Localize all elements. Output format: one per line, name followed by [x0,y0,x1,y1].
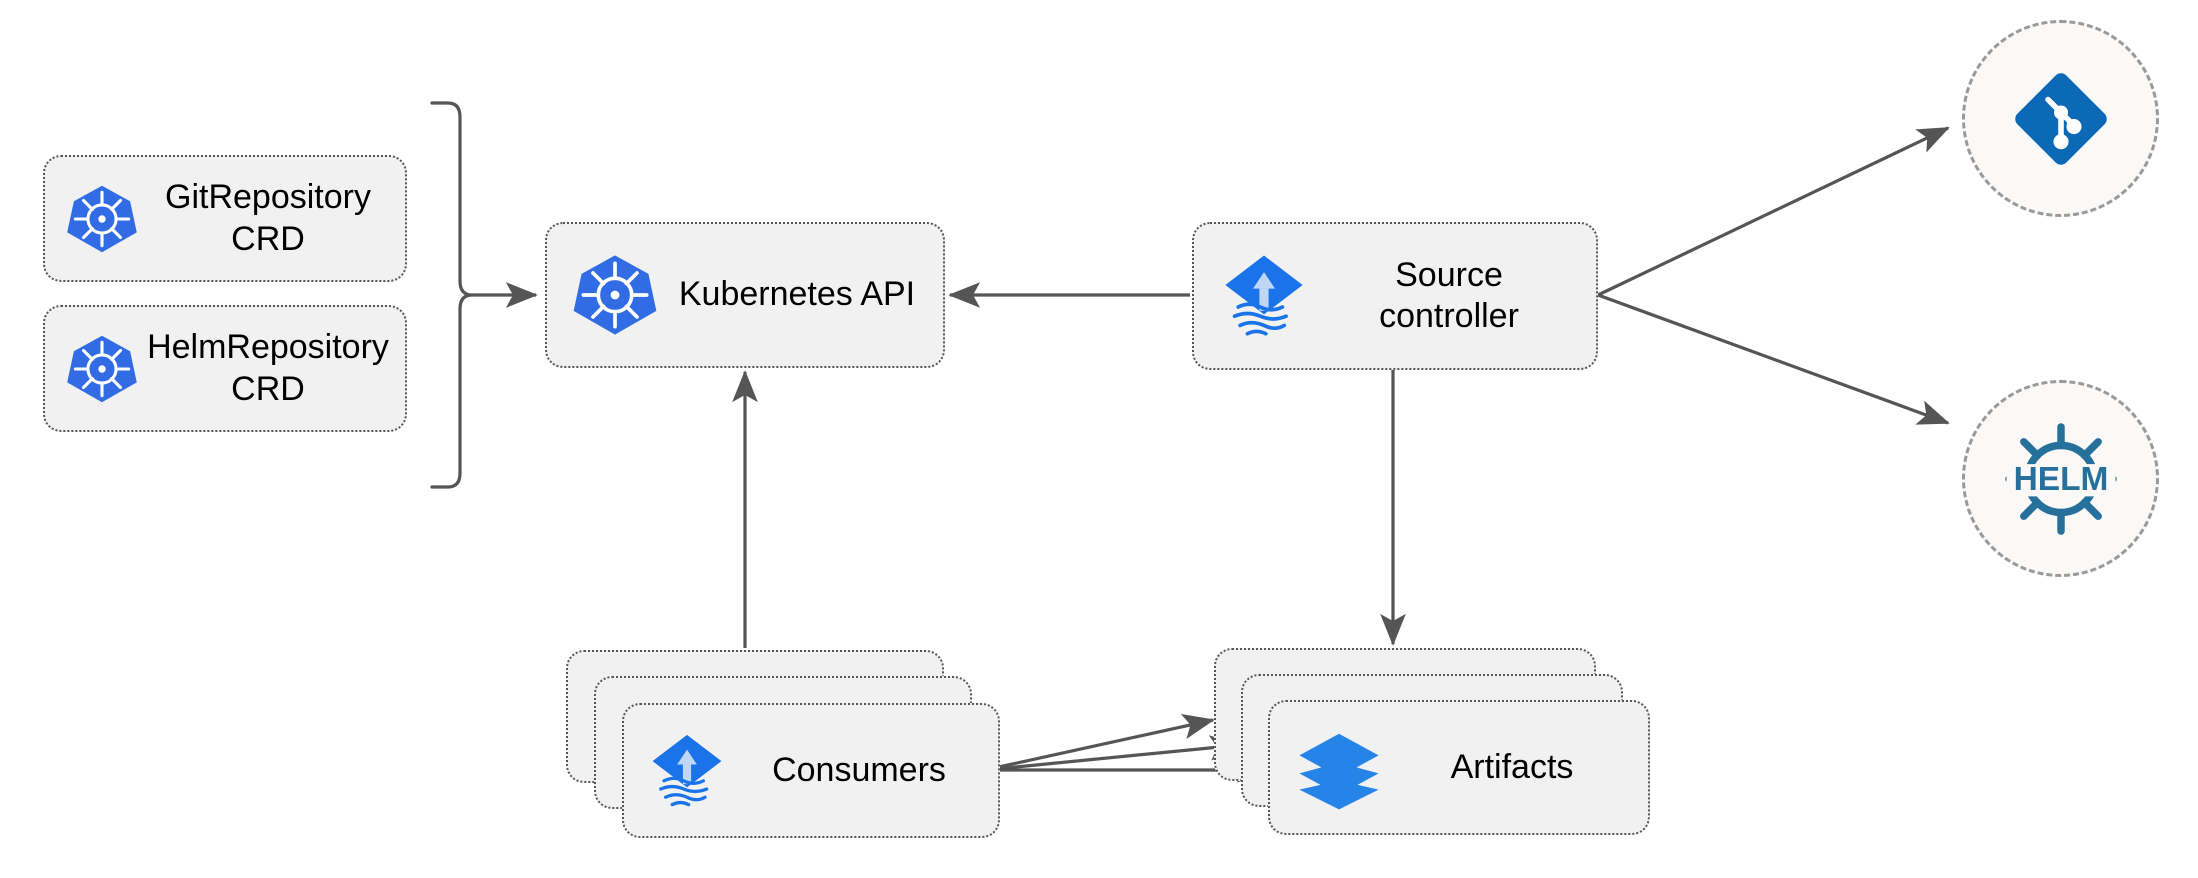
kubernetes-icon [63,330,141,408]
edge-source-controller-to-helm [1597,293,1950,425]
git-icon [2005,63,2117,175]
node-label: Source controller [1379,255,1519,335]
kubernetes-icon [569,249,661,341]
external-git-repository[interactable] [1962,20,2159,217]
node-label: GitRepository CRD [165,178,371,258]
node-consumers[interactable]: Consumers [622,703,1000,838]
edge-source-controller-to-git [1597,126,1950,297]
flux-icon [1216,248,1312,344]
kubernetes-icon [63,180,141,258]
layers-icon [1292,721,1386,815]
helm-wordmark: HELM [2013,461,2108,498]
node-helmrepository-crd[interactable]: HelmRepository CRD [43,305,407,432]
node-artifacts[interactable]: Artifacts [1268,700,1650,835]
external-helm-repository[interactable]: HELM [1962,380,2159,577]
edge-consumers-to-artifacts-middle [984,735,1242,772]
edge-consumers-to-artifacts-back [984,713,1215,772]
node-kubernetes-api[interactable]: Kubernetes API [545,222,945,368]
flux-icon [644,728,730,814]
helm-icon: HELM [1997,415,2125,543]
node-label: Kubernetes API [678,275,916,314]
node-gitrepository-crd[interactable]: GitRepository CRD [43,155,407,282]
crd-group-bracket [430,101,473,489]
node-label: HelmRepository CRD [147,328,389,408]
node-label: Artifacts [1450,747,1574,786]
node-label: Consumers [772,750,946,789]
node-source-controller[interactable]: Source controller [1192,222,1598,370]
